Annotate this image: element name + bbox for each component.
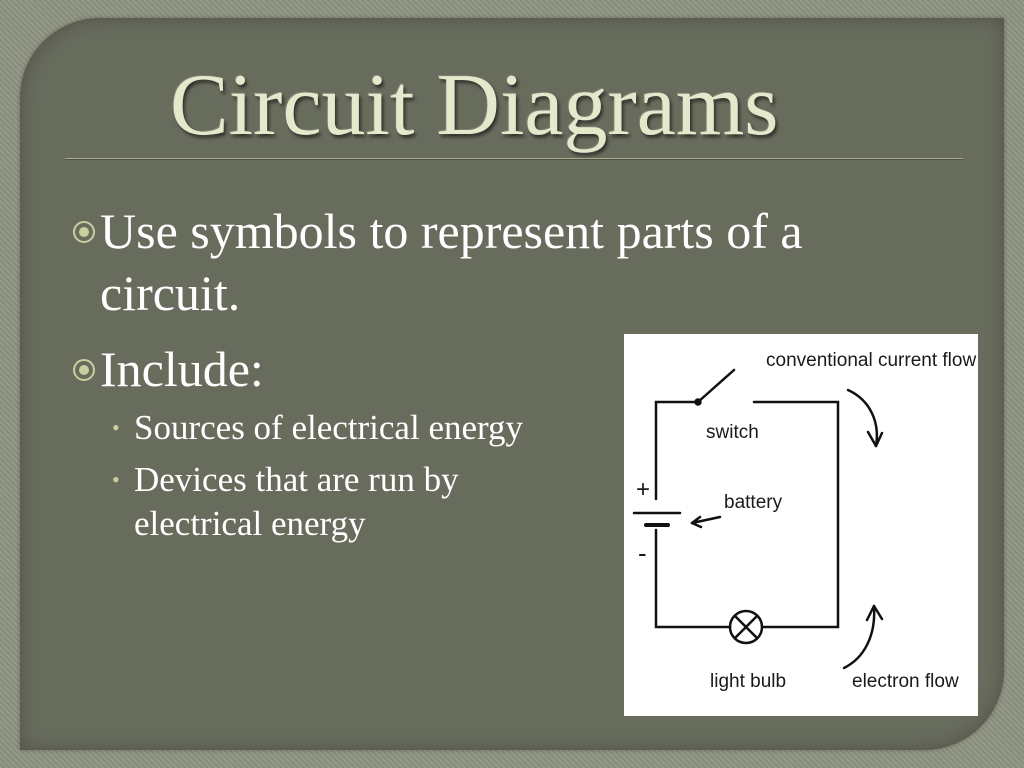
switch-label: switch <box>706 422 759 443</box>
electron-flow-arrow <box>842 604 876 670</box>
circuit-diagram: conventional current flow switch battery… <box>632 350 976 692</box>
electron-flow-arrowhead <box>865 604 884 622</box>
bullet-item: Include: <box>72 338 892 400</box>
plus-label: + <box>636 476 650 503</box>
switch-blade <box>696 368 736 404</box>
bullet-text: Use symbols to represent parts of a circ… <box>100 203 803 321</box>
wire-bottom-left <box>654 528 732 629</box>
bullet-circle-icon <box>73 221 95 243</box>
circuit-diagram-image: conventional current flow switch battery… <box>624 334 978 716</box>
bullet-item: Use symbols to represent parts of a circ… <box>72 200 852 324</box>
light-bulb-symbol <box>728 609 764 645</box>
sub-bullet-item: • Sources of electrical energy <box>112 406 552 450</box>
bullet-circle-icon <box>73 359 95 381</box>
sub-bullet-dot-icon: • <box>112 467 120 492</box>
wire-left-top <box>654 400 700 501</box>
conventional-current-arrow <box>846 388 879 448</box>
bullet-list: Use symbols to represent parts of a circ… <box>72 200 892 554</box>
sub-bullet-text: Sources of electrical energy <box>134 408 524 447</box>
electron-flow-label: electron flow <box>852 671 959 692</box>
title-divider <box>65 158 963 160</box>
slide-title: Circuit Diagrams <box>170 57 779 154</box>
minus-label: - <box>638 538 647 568</box>
bullet-text: Include: <box>100 341 264 397</box>
battery-pointer <box>690 515 722 525</box>
battery-label: battery <box>724 492 783 513</box>
battery-pointer-head <box>690 515 703 529</box>
sub-bullet-text: Devices that are run by electrical energ… <box>134 460 459 543</box>
light-bulb-label: light bulb <box>710 671 786 692</box>
light-bulb-cross <box>733 614 759 640</box>
sub-bullet-dot-icon: • <box>112 415 120 440</box>
conventional-current-arrowhead <box>866 430 884 448</box>
conventional-current-label: conventional current flow <box>766 350 976 371</box>
sub-bullet-list: • Sources of electrical energy • Devices… <box>112 406 552 546</box>
slide: Circuit Diagrams Use symbols to represen… <box>20 18 1004 750</box>
wire-top-right-bottom <box>752 400 840 629</box>
sub-bullet-item: • Devices that are run by electrical ene… <box>112 458 552 546</box>
